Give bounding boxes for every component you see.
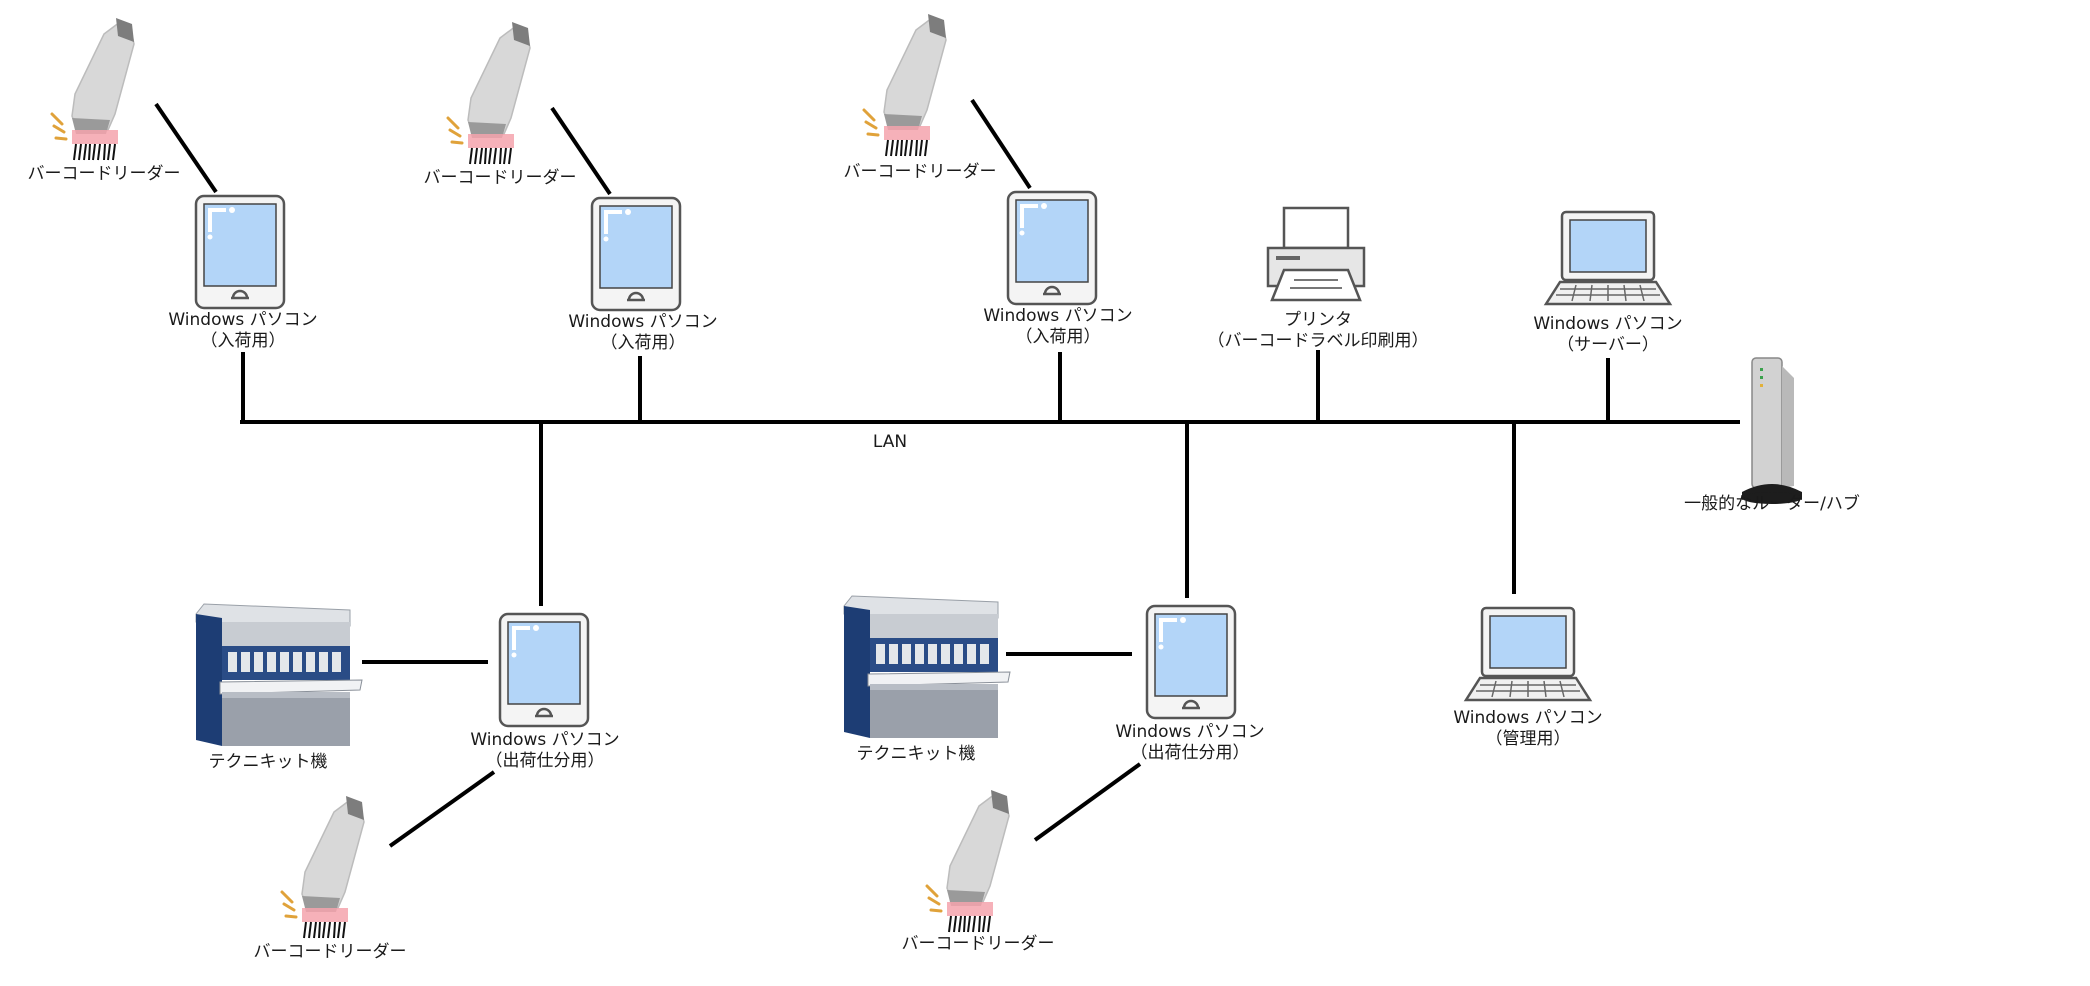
barcode-scanner-icon [50, 16, 136, 162]
link-scanner-1 [154, 102, 218, 194]
laptop-icon [1544, 210, 1672, 306]
pc-label-inbound-1: Windows パソコン （入荷用） [168, 310, 317, 352]
scanner-label: バーコードリーダー [253, 942, 407, 962]
pc-label-line1: Windows パソコン [568, 312, 718, 332]
pc-label-line2: （入荷用） [1015, 327, 1101, 347]
server-label: Windows パソコン （サーバー） [1533, 314, 1682, 356]
technikit-machine-icon [843, 595, 1011, 738]
scanner-label: バーコードリーダー [423, 168, 577, 188]
printer-label-line1: プリンタ [1284, 310, 1352, 330]
link-scanner-3 [970, 98, 1032, 190]
laptop-icon [1464, 606, 1592, 702]
pc-label-inbound-2: Windows パソコン （入荷用） [568, 312, 717, 354]
machine-label: テクニキット機 [208, 752, 328, 772]
scanner-label: バーコードリーダー [27, 164, 181, 184]
admin-label: Windows パソコン （管理用） [1453, 708, 1602, 750]
tablet-icon [194, 194, 286, 310]
connection-lines [154, 98, 1740, 848]
router-label: 一般的なルーター/ハブ [1684, 494, 1860, 514]
tablet-icon [498, 612, 590, 728]
link-scanner-5 [1033, 762, 1142, 842]
admin-label-line2: （管理用） [1485, 729, 1571, 749]
lan-label: LAN [872, 432, 908, 452]
barcode-scanner-icon [862, 12, 948, 158]
server-label-line1: Windows パソコン [1533, 314, 1683, 334]
admin-label-line1: Windows パソコン [1453, 708, 1603, 728]
router-icon [1742, 357, 1802, 504]
server-label-line2: （サーバー） [1557, 335, 1659, 355]
printer-label-line2: （バーコードラベル印刷用） [1207, 331, 1429, 351]
pc-label-line2: （出荷仕分用） [485, 751, 605, 771]
barcode-scanner-icon [925, 788, 1011, 934]
tablet-icon [1006, 190, 1098, 306]
barcode-scanner-icon [446, 20, 532, 166]
link-scanner-4 [388, 770, 496, 848]
barcode-scanner-icon [280, 794, 366, 940]
scanner-label: バーコードリーダー [843, 162, 997, 182]
machine-label: テクニキット機 [856, 744, 976, 764]
pc-label-outbound-2: Windows パソコン （出荷仕分用） [1115, 722, 1264, 764]
printer-icon [1266, 206, 1366, 302]
pc-label-inbound-3: Windows パソコン （入荷用） [983, 306, 1132, 348]
pc-label-line2: （出荷仕分用） [1130, 743, 1250, 763]
pc-label-line1: Windows パソコン [470, 730, 620, 750]
pc-label-line1: Windows パソコン [168, 310, 318, 330]
scanner-label: バーコードリーダー [901, 934, 1055, 954]
link-scanner-2 [550, 106, 612, 196]
pc-label-line1: Windows パソコン [983, 306, 1133, 326]
technikit-machine-icon [195, 603, 363, 746]
tablet-icon [1145, 604, 1237, 720]
printer-label: プリンタ （バーコードラベル印刷用） [1208, 310, 1429, 352]
pc-label-line2: （入荷用） [200, 331, 286, 351]
tablet-icon [590, 196, 682, 312]
pc-label-line1: Windows パソコン [1115, 722, 1265, 742]
pc-label-outbound-1: Windows パソコン （出荷仕分用） [470, 730, 619, 772]
pc-label-line2: （入荷用） [600, 333, 686, 353]
